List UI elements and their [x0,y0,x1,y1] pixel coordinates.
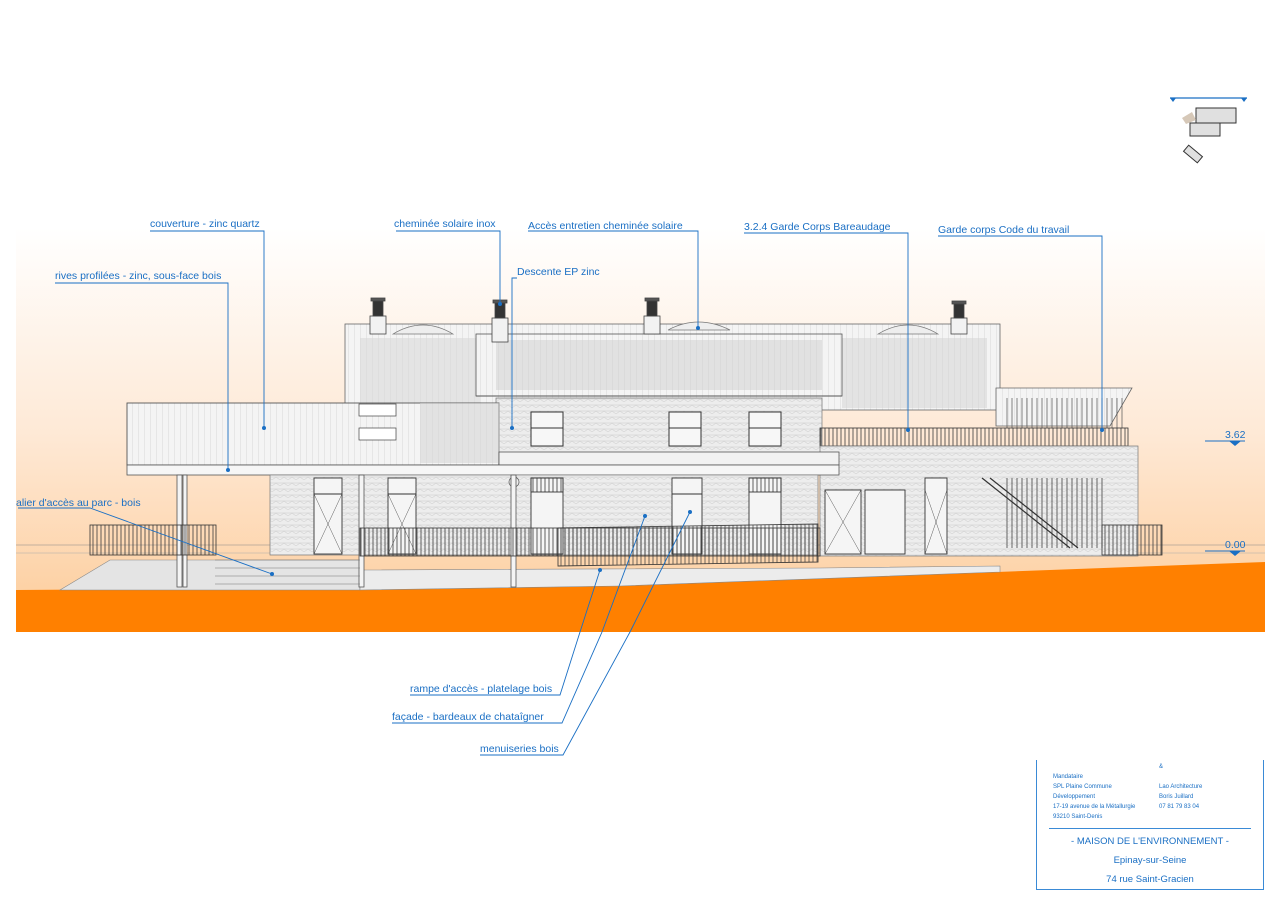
label-cheminee: cheminée solaire inox [394,218,496,230]
client-line: 17-19 avenue de la Métallurgie [1053,804,1136,810]
label-garde-corps-bareaudage: 3.2.4 Garde Corps Bareaudage [744,221,891,233]
label-menuiseries: menuiseries bois [480,743,559,755]
client-line: SPL Plaine Commune [1053,784,1112,790]
right-canopy [995,387,1133,428]
title-block-divider [1049,828,1251,829]
level-marker-upper: 3.62 [1205,429,1246,446]
project-city: Epinay-sur-Seine [1113,855,1187,866]
architect-line: Lao Architecture [1159,784,1203,790]
leader-lines [18,230,1103,756]
label-descente: Descente EP zinc [517,266,600,278]
ground-section [16,562,1265,632]
architect-line: Boris Juillard [1159,794,1194,800]
main-roof [126,402,840,476]
orientation-key [1170,97,1247,164]
level-ground-text: 0.00 [1225,539,1246,551]
client-line: Développement [1053,794,1096,800]
title-block-ampersand: & [1159,764,1164,770]
project-title: - MAISON DE L'ENVIRONNEMENT - [1071,836,1229,847]
label-acces-cheminee: Accès entretien cheminée solaire [528,220,683,232]
label-rampe: rampe d'accès - platelage bois [410,683,552,695]
upper-windows [530,411,782,447]
level-upper-text: 3.62 [1225,429,1246,441]
architect-line: 07 81 79 83 04 [1159,804,1200,810]
label-couverture: couverture - zinc quartz [150,218,260,230]
project-address: 74 rue Saint-Gracien [1106,874,1194,885]
title-block-client: Mandataire SPL Plaine Commune Développem… [1053,772,1135,822]
label-palier: alier d'accès au parc - bois [16,497,141,509]
client-line: 93210 Saint-Denis [1053,814,1103,820]
upper-roof [344,321,1001,411]
label-facade: façade - bardeaux de chataîgner [392,711,544,723]
title-block-architect: Lao Architecture Boris Juillard 07 81 79… [1159,782,1202,812]
leader-dots [226,302,1104,576]
title-block: & Mandataire SPL Plaine Commune Développ… [1036,760,1264,890]
label-garde-corps-travail: Garde corps Code du travail [938,224,1069,236]
client-line: Mandataire [1053,774,1084,780]
exterior-stair [981,477,1103,549]
label-rives: rives profilées - zinc, sous-face bois [55,270,221,282]
level-marker-ground: 0.00 [1205,539,1246,556]
